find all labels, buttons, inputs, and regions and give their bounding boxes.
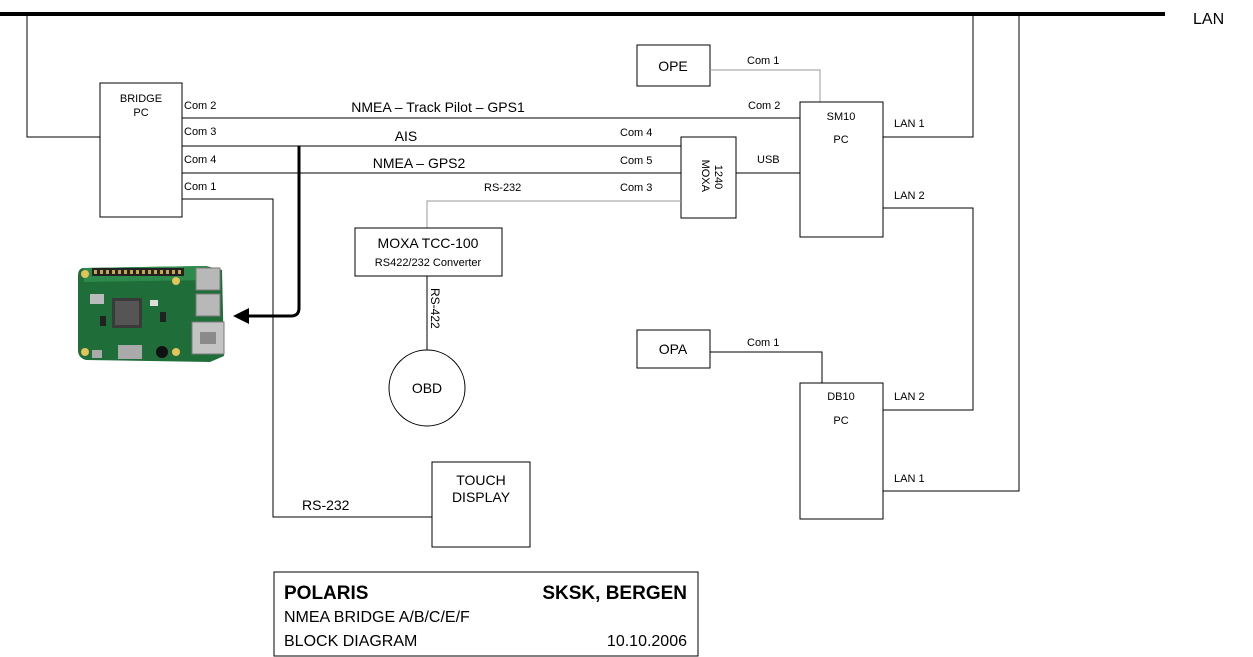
bridge-pc-line1: BRIDGE [120,93,162,105]
raspberry-pi-board-icon [78,266,224,362]
wire-lan-db10 [883,14,1019,491]
label-usb: USB [757,154,780,166]
db10-port-lan1: LAN 1 [894,473,925,485]
bridge-port-com2: Com 2 [184,100,216,112]
wire-opa-db10 [710,352,822,383]
sm10-port-lan1: LAN 1 [894,118,925,130]
obd-label: OBD [412,380,442,396]
arrow-head-icon [233,308,249,324]
touch-display: TOUCH DISPLAY [432,462,530,547]
moxa-1240: MOXA 1240 [681,137,736,218]
sm10-port-lan2: LAN 2 [894,190,925,202]
db10-line1: DB10 [827,391,855,403]
obd: OBD [389,350,465,426]
ope-label: OPE [658,58,688,74]
label-rs422: RS-422 [428,288,442,329]
wire-ope-sm10 [710,70,820,102]
bridge-port-com4: Com 4 [184,154,216,166]
ope: OPE [637,45,710,86]
touch-display-line1: TOUCH [456,472,506,488]
title-date: 10.10.2006 [607,633,687,650]
sm10-line1: SM10 [827,111,856,123]
bridge-pc-line2: PC [133,107,148,119]
label-ais: AIS [395,128,418,144]
lan-label: LAN [1193,11,1224,28]
moxa-tcc-subtitle: RS422/232 Converter [375,257,482,269]
wire-sm10-db10-lan2 [883,208,973,410]
wire-lan-bridge [27,14,100,137]
label-track-pilot: NMEA – Track Pilot – GPS1 [351,99,525,115]
sm10-line2: PC [833,134,848,146]
title-doc-type: BLOCK DIAGRAM [284,633,417,650]
db10-pc: DB10 PC [800,383,883,519]
bridge-pc: BRIDGE PC [100,83,182,217]
moxa-port-com3: Com 3 [620,182,652,194]
moxa-1240-line2: 1240 [712,165,724,189]
label-gps2: NMEA – GPS2 [373,155,466,171]
label-rs232-touch: RS-232 [302,497,350,513]
opa-label: OPA [659,341,688,357]
ope-port-com1: Com 1 [747,55,779,67]
title-location: SKSK, BERGEN [542,583,687,604]
moxa-tcc-100: MOXA TCC-100 RS422/232 Converter [355,228,502,276]
sm10-port-com2: Com 2 [748,100,780,112]
db10-line2: PC [833,415,848,427]
db10-port-lan2: LAN 2 [894,391,925,403]
opa: OPA [637,330,710,368]
title-block: POLARIS SKSK, BERGEN NMEA BRIDGE A/B/C/E… [274,572,698,656]
opa-port-com1: Com 1 [747,337,779,349]
sm10-pc: SM10 PC [800,102,883,237]
moxa-port-com4: Com 4 [620,127,652,139]
bridge-port-com3: Com 3 [184,126,216,138]
touch-display-line2: DISPLAY [452,489,511,505]
moxa-1240-label: MOXA 1240 [699,160,724,195]
moxa-port-com5: Com 5 [620,155,652,167]
bridge-port-com1: Com 1 [184,181,216,193]
moxa-1240-line1: MOXA [699,160,711,193]
label-rs232-moxa: RS-232 [484,182,521,194]
title-project: POLARIS [284,583,368,604]
title-subtitle: NMEA BRIDGE A/B/C/E/F [284,609,470,626]
moxa-tcc-title: MOXA TCC-100 [378,235,479,251]
wire-moxa-tcc [427,201,681,228]
